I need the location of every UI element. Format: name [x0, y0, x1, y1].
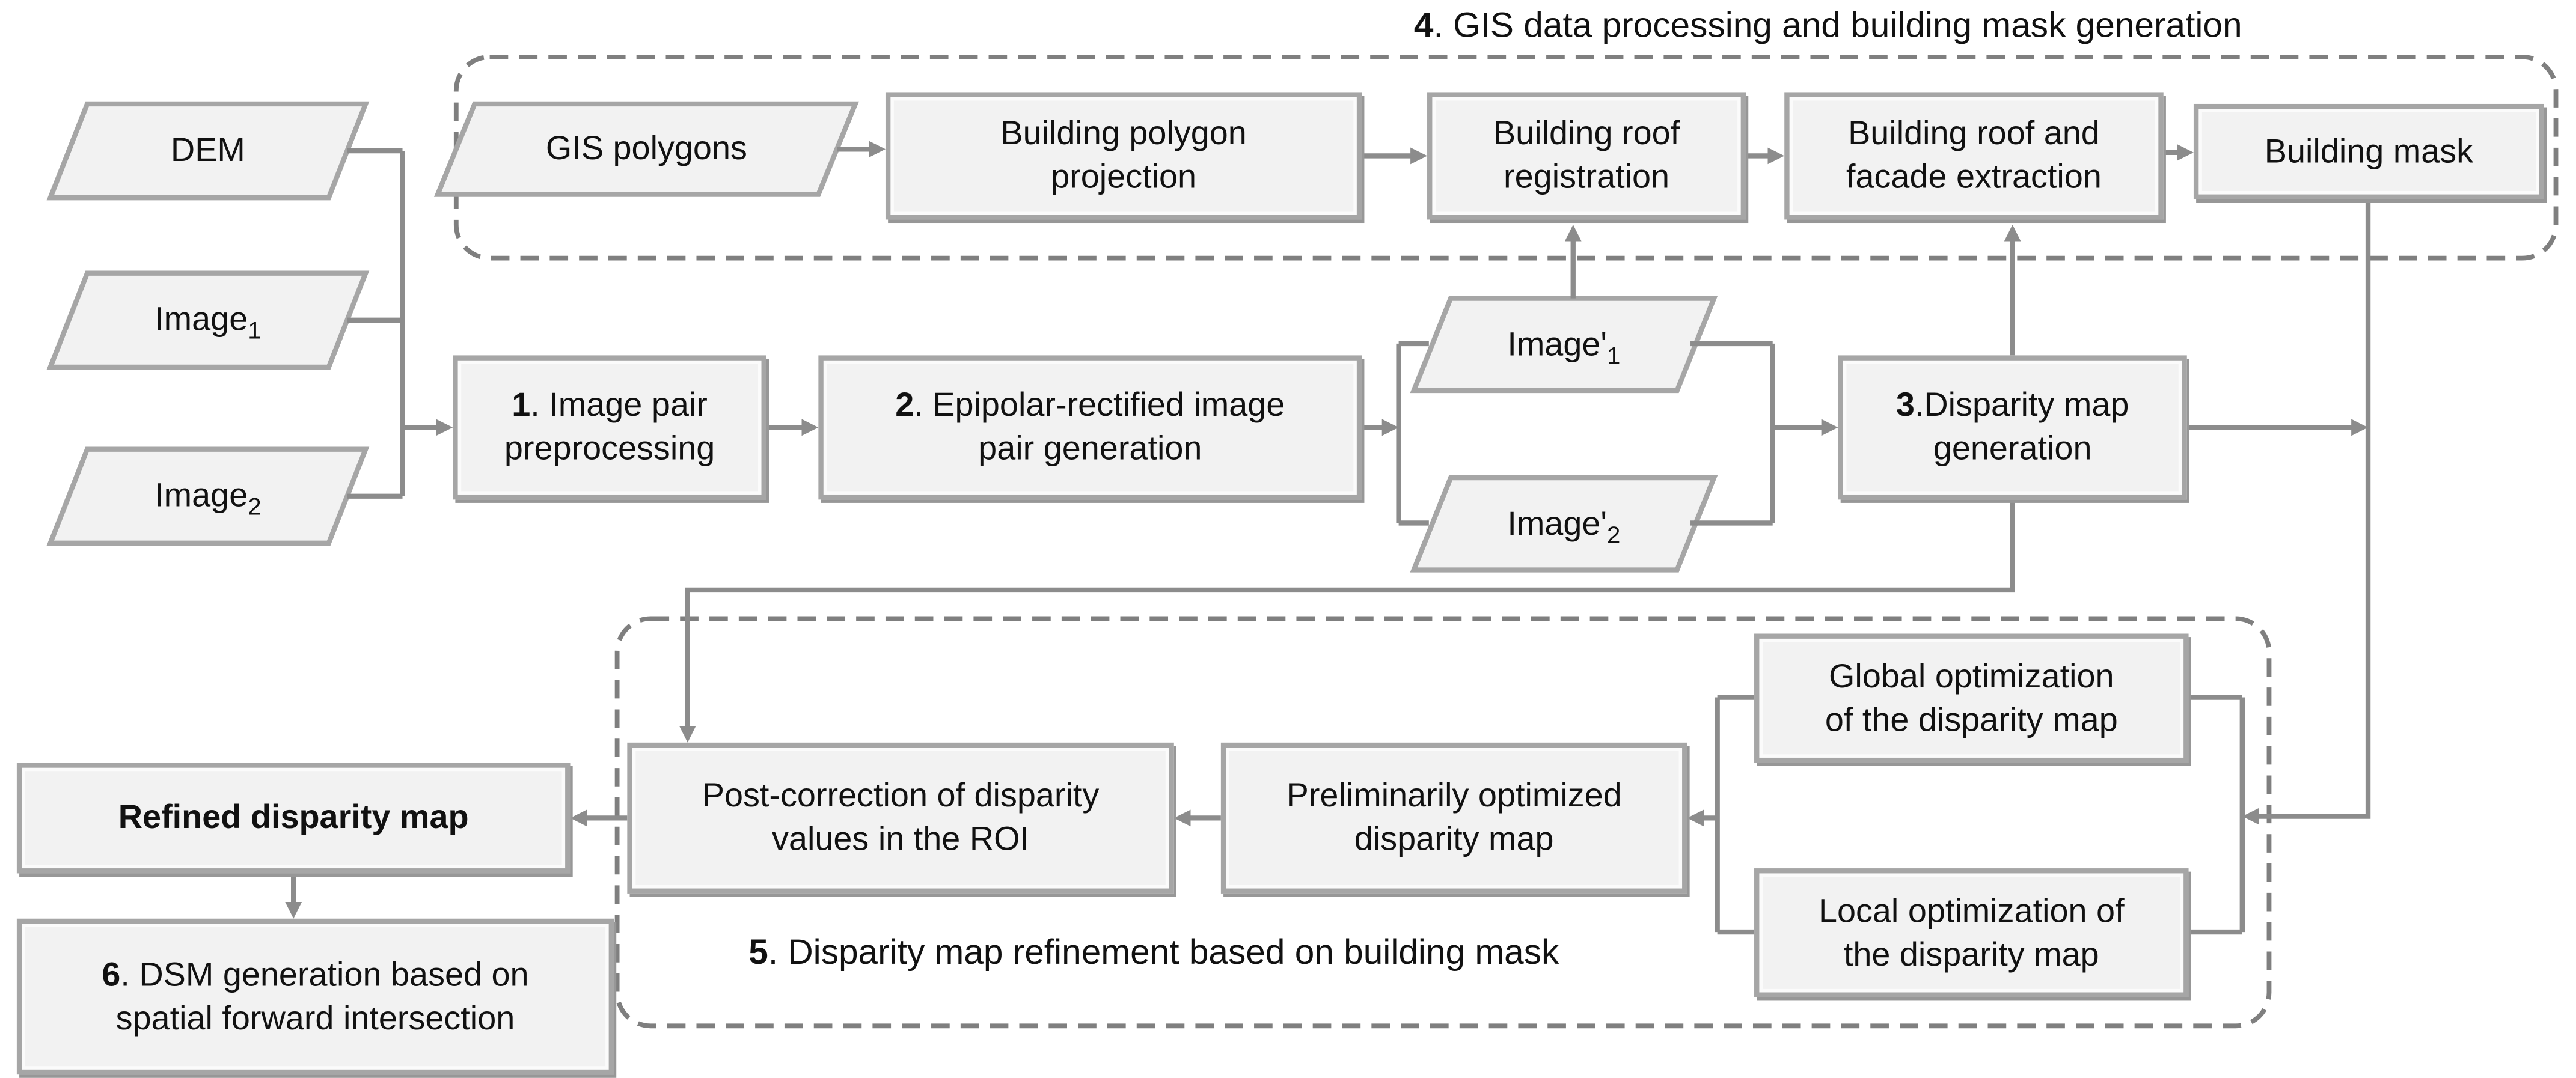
node-dem: DEM	[170, 132, 245, 169]
node-refined-disparity-map: Refined disparity map	[16, 763, 571, 874]
parallelogram-dem	[46, 101, 370, 201]
connector-rectified-right-bracket	[1690, 341, 1775, 526]
section5-label: 5. Disparity map refinement based on bui…	[748, 933, 1559, 973]
parallelogram-gis-polygons	[433, 101, 859, 197]
parallelogram-image1	[46, 270, 370, 370]
node-step6-dsm-generation: 6. DSM generation based on spatial forwa…	[16, 918, 614, 1075]
parallelogram-image2-rectified	[1410, 475, 1718, 573]
connector-inputs-bracket	[347, 148, 405, 499]
parallelogram-image2	[46, 446, 370, 546]
connector-optimization-left-bracket	[1715, 695, 1755, 935]
node-step2-epipolar-rectified-pair-generation: 2. Epipolar-rectified image pair generat…	[818, 355, 1362, 500]
arrow-step3-to-post-correction	[679, 499, 2015, 743]
section4-title: 4. GIS data processing and building mask…	[1413, 7, 2242, 46]
node-post-correction-roi: Post-correction of disparity values in t…	[627, 742, 1174, 894]
node-step3-disparity-map-generation: 3.Disparity map generation	[1838, 355, 2187, 500]
node-building-roof-registration: Building roof registration	[1427, 92, 1746, 220]
arrow-building-mask-to-optimization	[2242, 199, 2371, 825]
node-step1-image-pair-preprocessing: 1. Image pair preprocessing	[453, 355, 766, 500]
node-image2: Image2	[154, 478, 262, 522]
section4-dashed-container	[453, 54, 2559, 261]
connector-optimization-right-bracket	[2188, 695, 2245, 935]
node-building-polygon-projection: Building polygon projection	[885, 92, 1362, 220]
node-global-optimization: Global optimization of the disparity map	[1754, 633, 2189, 763]
node-image1: Image1	[154, 302, 262, 346]
node-gis-polygons: GIS polygons	[545, 130, 747, 168]
node-local-optimization: Local optimization of the disparity map	[1754, 868, 2189, 997]
connector-rectified-left-bracket	[1396, 341, 1429, 526]
node-building-roof-facade-extraction: Building roof and facade extraction	[1784, 92, 2164, 220]
node-image1-rectified: Image'1	[1507, 326, 1621, 370]
node-preliminarily-optimized-disparity-map: Preliminarily optimized disparity map	[1220, 742, 1687, 894]
node-building-mask: Building mask	[2193, 103, 2544, 199]
node-image2-rectified: Image'2	[1507, 505, 1621, 549]
section5-dashed-container	[614, 616, 2272, 1029]
parallelogram-image1-rectified	[1410, 296, 1718, 394]
